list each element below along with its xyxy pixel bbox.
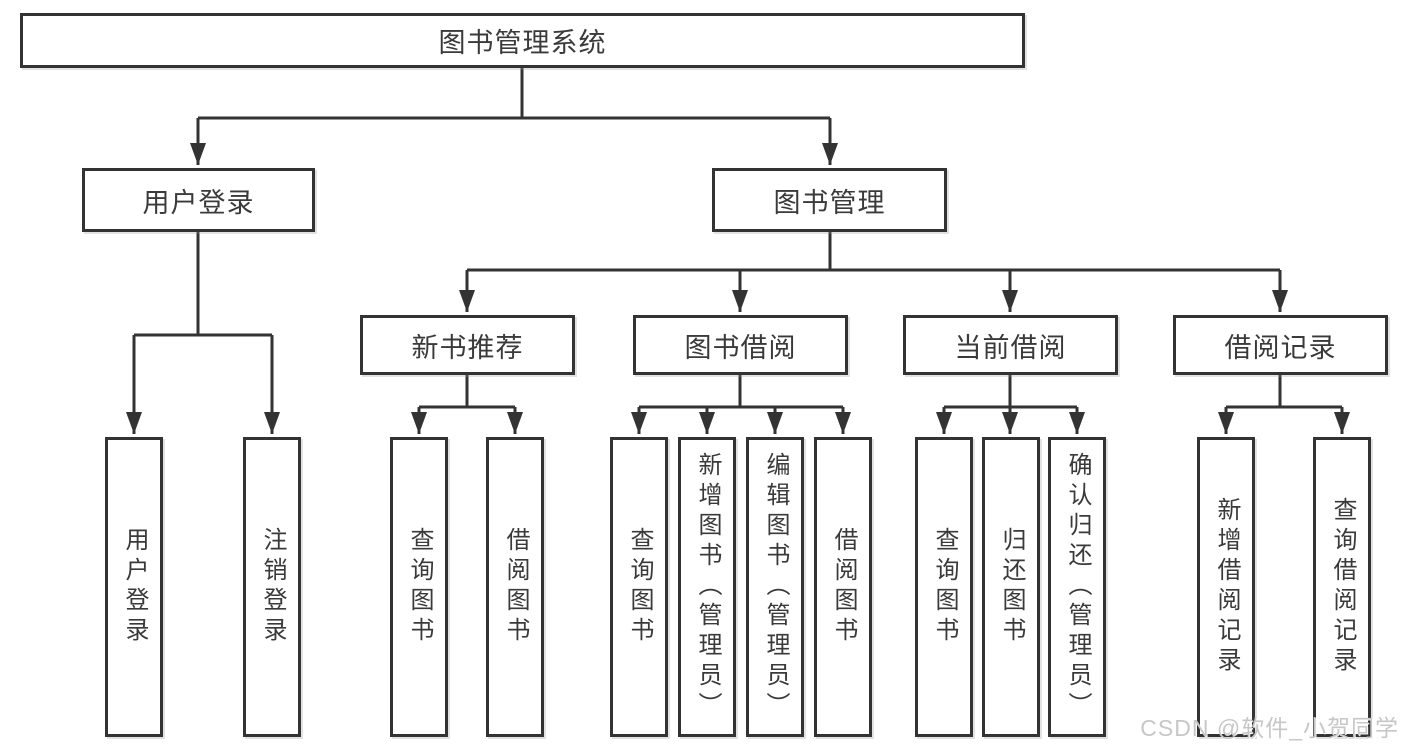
node-query-books-current-label: 查询图书 — [931, 527, 958, 647]
node-login-leaf-label: 用户登录 — [121, 527, 148, 647]
node-confirm-return-admin-label: 确认归还（管理员） — [1064, 452, 1091, 722]
node-root-label: 图书管理系统 — [438, 28, 607, 58]
node-logout-leaf: 注销登录 — [243, 437, 301, 737]
node-user-login: 用户登录 — [82, 168, 315, 232]
node-login-leaf: 用户登录 — [105, 437, 163, 737]
node-logout-leaf-label: 注销登录 — [259, 527, 286, 647]
node-query-books-recommend: 查询图书 — [390, 437, 448, 737]
node-add-book-admin: 新增图书（管理员） — [678, 437, 736, 737]
node-return-books-label: 归还图书 — [998, 527, 1025, 647]
node-query-books-current: 查询图书 — [915, 437, 973, 737]
node-borrow-books-recommend-label: 借阅图书 — [502, 527, 529, 647]
node-root: 图书管理系统 — [20, 13, 1025, 68]
node-query-borrow-record: 查询借阅记录 — [1313, 437, 1371, 737]
node-borrow-books-recommend: 借阅图书 — [486, 437, 544, 737]
node-query-books-borrowing-label: 查询图书 — [626, 527, 653, 647]
node-add-borrow-record: 新增借阅记录 — [1197, 437, 1255, 737]
node-add-book-admin-label: 新增图书（管理员） — [694, 452, 721, 722]
node-confirm-return-admin: 确认归还（管理员） — [1048, 437, 1106, 737]
node-new-book-recommendation-label: 新书推荐 — [411, 332, 524, 363]
node-book-management: 图书管理 — [712, 168, 947, 232]
node-borrowing-records: 借阅记录 — [1173, 315, 1388, 375]
node-query-books-recommend-label: 查询图书 — [406, 527, 433, 647]
node-book-management-label: 图书管理 — [773, 187, 886, 218]
node-current-borrowing: 当前借阅 — [903, 315, 1118, 375]
node-add-borrow-record-label: 新增借阅记录 — [1213, 497, 1240, 677]
node-borrowing-records-label: 借阅记录 — [1224, 332, 1337, 363]
node-book-borrowing: 图书借阅 — [633, 315, 848, 375]
node-new-book-recommendation: 新书推荐 — [360, 315, 575, 375]
node-current-borrowing-label: 当前借阅 — [954, 332, 1067, 363]
node-query-books-borrowing: 查询图书 — [610, 437, 668, 737]
node-borrow-books-borrowing-label: 借阅图书 — [830, 527, 857, 647]
node-book-borrowing-label: 图书借阅 — [684, 332, 797, 363]
node-return-books: 归还图书 — [982, 437, 1040, 737]
node-query-borrow-record-label: 查询借阅记录 — [1329, 497, 1356, 677]
node-borrow-books-borrowing: 借阅图书 — [814, 437, 872, 737]
node-user-login-label: 用户登录 — [142, 187, 255, 218]
node-edit-book-admin-label: 编辑图书（管理员） — [762, 452, 789, 722]
node-edit-book-admin: 编辑图书（管理员） — [746, 437, 804, 737]
